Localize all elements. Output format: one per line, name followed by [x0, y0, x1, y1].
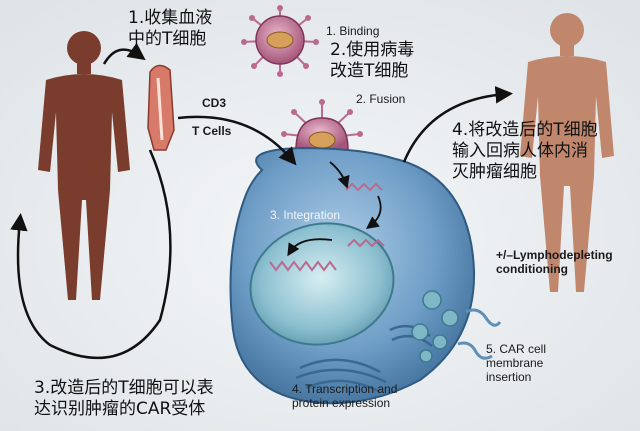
binding-label: 1. Binding [326, 24, 380, 38]
arrow-internal-1 [329, 161, 350, 189]
lymphodepleting-label: +/–Lymphodepleting conditioning [496, 248, 613, 276]
arrow-to-cell [177, 115, 297, 166]
step3-label: 3.改造后的T细胞可以表 达识别肿瘤的CAR受体 [34, 378, 214, 419]
step2-label: 2.使用病毒 改造T细胞 [330, 40, 415, 81]
arrow-internal-2 [365, 195, 382, 230]
patient-body-left [38, 31, 130, 300]
car-receptors [457, 308, 502, 360]
blood-vessel [147, 64, 175, 151]
virus-binding [241, 5, 319, 77]
t-cell [229, 146, 476, 405]
arrow-collect [102, 42, 146, 65]
step1-label: 1.收集血液 中的T细胞 [128, 8, 213, 49]
step4-label: 4.将改造后的T细胞 输入回病人体内消 灭肿瘤细胞 [452, 120, 598, 182]
car-insertion-label: 5. CAR cell membrane insertion [486, 342, 547, 384]
patient-body-right [520, 13, 614, 292]
transcription-label: 4. Transcription and protein expression [292, 382, 398, 410]
arrow-internal-3 [287, 238, 333, 257]
fusion-label: 2. Fusion [356, 92, 406, 106]
integration-label: 3. Integration [270, 208, 341, 222]
cd3-label: CD3 [202, 96, 227, 110]
arrow-infuse [402, 86, 513, 163]
tcells-label: T Cells [192, 124, 232, 138]
arrow-return [10, 149, 172, 360]
virus-fusion [281, 99, 363, 151]
